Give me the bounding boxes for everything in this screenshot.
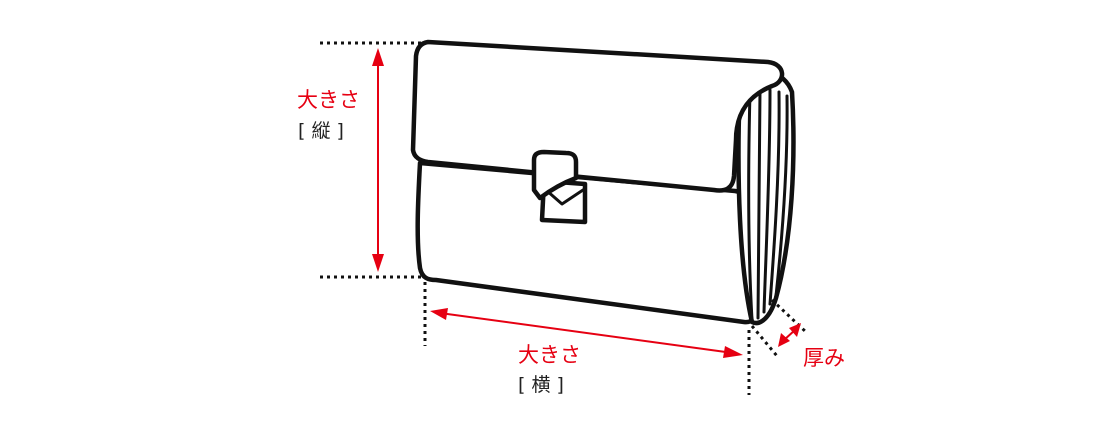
gusset-fold-5 — [774, 94, 789, 298]
height-sub-label: [ 縦 ] — [298, 120, 344, 142]
gusset-fold-1 — [747, 90, 754, 322]
thickness-arrow-head-high — [789, 323, 801, 337]
clasp-top — [531, 149, 579, 201]
height-label: 大きさ — [297, 88, 360, 112]
clasp-turn-lock — [544, 188, 585, 206]
width-sub-label: [ 横 ] — [518, 374, 564, 396]
gusset-fold-3 — [762, 88, 772, 314]
gusset-fold-4 — [768, 90, 781, 306]
width-arrow-line — [439, 312, 734, 354]
width-label: 大きさ — [518, 343, 581, 367]
thickness-front-guide — [750, 325, 779, 357]
bag-flap — [410, 39, 785, 193]
width-arrow-head-right — [723, 346, 743, 358]
thickness-back-guide — [770, 298, 808, 334]
width-arrow-head-left — [430, 308, 448, 320]
height-arrow-head-top — [372, 48, 384, 66]
gusset-fold-2 — [756, 88, 762, 320]
thickness-label: 厚み — [803, 346, 845, 370]
thickness-arrow-head-low — [778, 333, 790, 347]
height-arrow-head-bottom — [372, 254, 384, 272]
